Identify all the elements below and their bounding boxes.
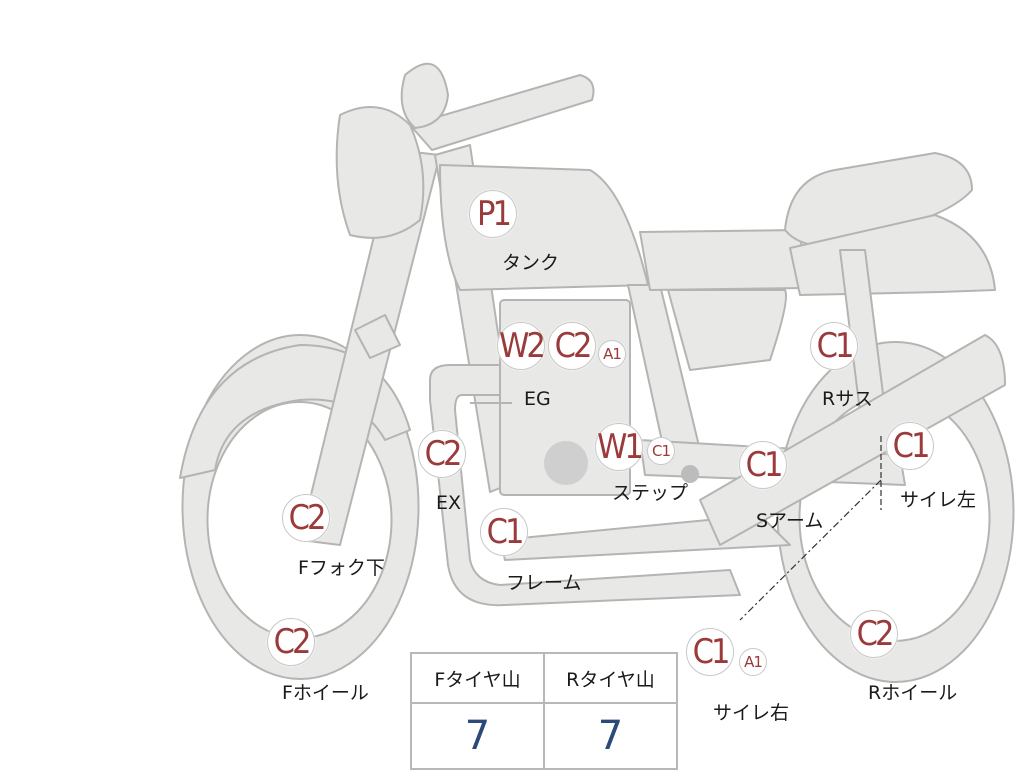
eg-grade-2: C2 [548, 322, 596, 370]
handlebar [409, 74, 595, 151]
f-wheel-label: Fホイール [282, 682, 369, 704]
front-tire-header: Fタイヤ山 [410, 652, 545, 704]
frame-grade: C1 [480, 508, 528, 556]
tank-grade: P1 [469, 190, 517, 238]
step-small-grade: C1 [647, 437, 675, 465]
frame-label: フレーム [506, 572, 582, 594]
f-wheel-grade: C2 [267, 618, 315, 666]
eg-small-grade: A1 [598, 340, 626, 368]
ex-label: EX [436, 492, 462, 514]
step-grade: W1 [595, 423, 644, 471]
tail [789, 214, 996, 296]
r-wheel-grade: C2 [850, 610, 898, 658]
eg-grade: W2 [497, 322, 546, 370]
r-sus-grade: C1 [810, 322, 858, 370]
f-fork-grade: C2 [282, 494, 330, 542]
engine-cover-dot [544, 441, 588, 485]
f-fork-label: Fフォク下 [298, 557, 385, 579]
headlight [335, 106, 425, 239]
tank-label: タンク [502, 252, 560, 274]
muffler-left-label: サイレ左 [900, 489, 977, 511]
muffler-right-label: サイレ右 [713, 702, 790, 724]
eg-label: EG [524, 388, 551, 410]
front-tire-value: 7 [410, 702, 545, 770]
step-label: ステップ [612, 482, 689, 504]
tire-tread-table: Fタイヤ山 Rタイヤ山 7 7 [410, 652, 678, 770]
s-arm-label: Sアーム [756, 510, 824, 532]
side-cover [667, 289, 787, 371]
muffler-left-grade: C1 [886, 422, 934, 470]
s-arm-grade: C1 [739, 441, 787, 489]
leader-muffler-right [739, 479, 882, 621]
muffler-right-grade: C1 [686, 628, 734, 676]
footpeg [681, 465, 699, 483]
muffler [699, 334, 1006, 546]
seat-front [639, 229, 806, 291]
rear-tire-header: Rタイヤ山 [543, 652, 678, 704]
r-wheel-label: Rホイール [868, 682, 958, 704]
frame-loop [429, 364, 741, 607]
rear-tire-value: 7 [543, 702, 678, 770]
muffler-right-small-grade: A1 [739, 648, 767, 676]
ex-grade: C2 [418, 430, 466, 478]
r-sus-label: Rサス [822, 388, 873, 410]
